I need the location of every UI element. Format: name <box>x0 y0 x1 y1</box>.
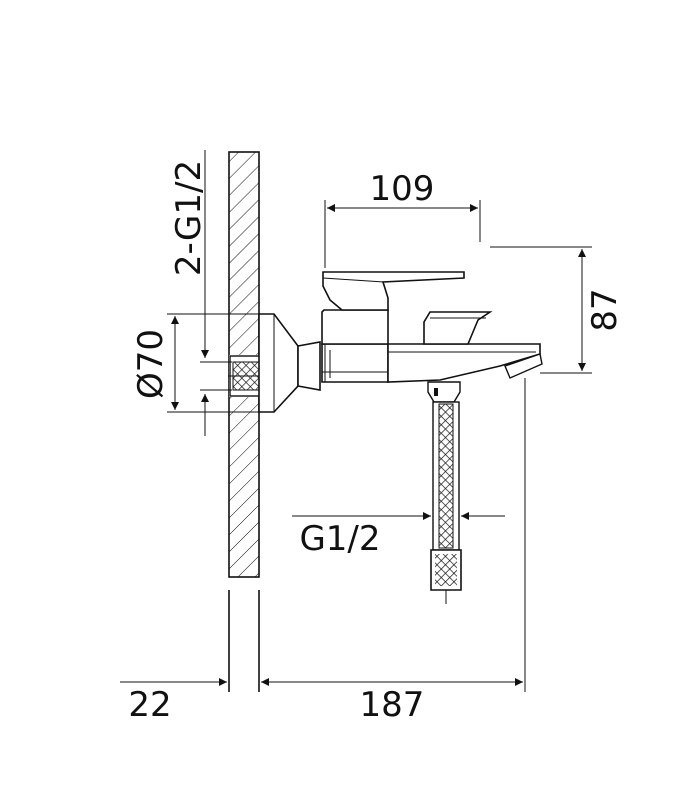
dimension-flange-diameter-label: Ø70 <box>131 329 171 399</box>
mixer-body <box>321 309 389 383</box>
connector-nut <box>297 341 321 391</box>
dimension-187-label: 187 <box>360 685 425 725</box>
dimension-inlet-thread-label: 2-G1/2 <box>169 160 209 276</box>
dimension-87: 87 <box>490 246 625 374</box>
hose-outlet <box>427 381 461 403</box>
shower-hose <box>430 401 462 604</box>
dimension-bottom: 22 187 <box>120 378 526 725</box>
wall-flange <box>258 313 299 413</box>
dimension-109: 109 <box>324 169 481 268</box>
diverter-knob <box>423 311 493 345</box>
dimension-22-label: 22 <box>128 685 171 725</box>
dimension-109-label: 109 <box>370 169 435 209</box>
wall-section <box>228 151 260 692</box>
lever-handle <box>322 271 465 311</box>
spout <box>387 343 543 383</box>
dimension-hose-thread: G1/2 <box>292 512 505 559</box>
dimension-inlet-thread: 2-G1/2 <box>169 150 232 436</box>
dimension-hose-thread-label: G1/2 <box>299 519 380 559</box>
dimension-87-label: 87 <box>585 288 625 331</box>
dimension-flange-diameter: Ø70 <box>131 313 259 413</box>
